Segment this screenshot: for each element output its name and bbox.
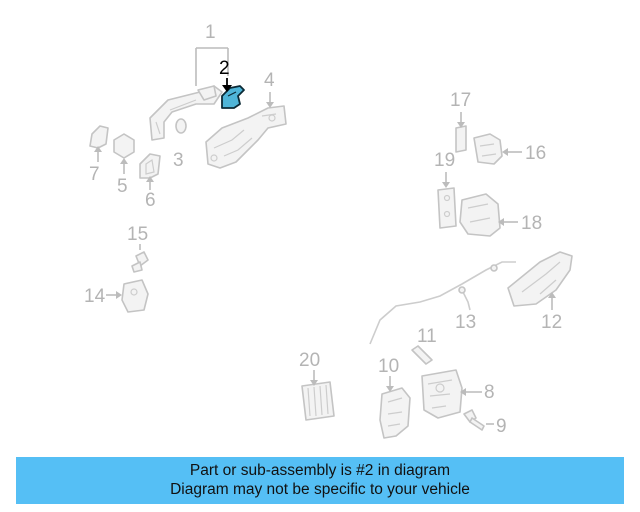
callout-7: 7 [89,146,102,185]
part-11-lever [411,345,433,365]
part-20-grille [301,381,335,421]
svg-text:7: 7 [89,164,100,185]
svg-text:18: 18 [521,213,542,234]
callout-5: 5 [117,158,128,197]
part-14-plate [121,279,149,313]
callout-18: 18 [498,213,542,234]
part-4-handle-bracket [205,105,287,169]
svg-text:16: 16 [525,143,546,164]
svg-text:17: 17 [450,90,471,111]
part-9-bolt [463,409,485,431]
callout-3: 3 [173,150,184,171]
callout-1: 1 [195,22,229,86]
part-15-screw [131,251,149,273]
part-3-ring [175,118,187,134]
part-2-highlighted-clip [221,85,245,109]
part-1-outside-handle [149,85,223,141]
part-5-cap [113,133,135,159]
callout-8: 8 [460,382,495,403]
callout-4: 4 [264,70,275,108]
part-16-upper-hinge [473,133,503,165]
banner-line-1: Part or sub-assembly is #2 in diagram [189,462,451,479]
svg-text:11: 11 [417,326,437,347]
svg-text:14: 14 [84,286,106,307]
callout-11: 11 [417,326,437,347]
svg-text:5: 5 [117,176,128,197]
callout-16: 16 [502,143,546,164]
svg-text:10: 10 [378,356,399,377]
svg-text:13: 13 [455,312,476,333]
svg-text:9: 9 [496,416,507,437]
callout-17: 17 [450,90,471,128]
svg-text:15: 15 [127,224,148,245]
callout-15: 15 [127,224,148,250]
svg-text:4: 4 [264,70,275,91]
svg-text:6: 6 [145,190,156,211]
info-banner: Part or sub-assembly is #2 in diagram Di… [16,457,624,504]
callout-2: 2 [219,58,232,92]
callout-14: 14 [84,286,122,307]
callout-20: 20 [299,350,320,386]
callout-10: 10 [378,356,399,392]
part-12-inside-handle [507,251,573,307]
part-18-lower-hinge [459,193,501,237]
svg-text:12: 12 [541,312,562,333]
part-2-shape [221,85,245,109]
part-6-gasket [139,153,161,179]
svg-text:1: 1 [205,22,216,43]
svg-text:20: 20 [299,350,320,371]
callout-13: 13 [455,312,476,333]
svg-text:19: 19 [434,150,455,171]
callout-19: 19 [434,150,455,188]
svg-text:2: 2 [219,58,230,79]
part-10-latch-bracket [379,387,411,439]
part-17-plate [455,125,467,153]
part-13-cable [369,261,516,345]
callout-12: 12 [541,292,562,333]
callout-9: 9 [486,416,507,437]
part-8-latch [421,369,463,419]
callout-6: 6 [145,176,156,211]
svg-text:8: 8 [484,382,495,403]
part-7-cover [89,125,109,149]
svg-text:3: 3 [173,150,184,171]
part-19-shim [437,187,457,229]
banner-line-2: Diagram may not be specific to your vehi… [170,481,470,498]
